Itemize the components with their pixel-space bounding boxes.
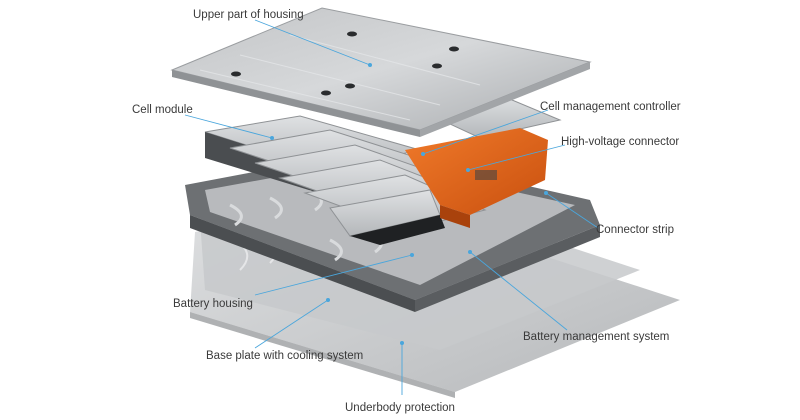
label-base-plate: Base plate with cooling system (206, 350, 364, 362)
label-connector-strip: Connector strip (596, 224, 674, 236)
label-battery-housing: Battery housing (173, 298, 253, 310)
leader-battery-management-system (469, 251, 568, 331)
leader-high-voltage-connector (467, 144, 566, 171)
cell-module-group (204, 94, 562, 245)
leader-battery-housing (254, 254, 413, 296)
label-underbody-protection: Underbody protection (345, 402, 455, 414)
leader-lines (184, 19, 599, 395)
upper-housing-part (170, 7, 592, 137)
label-battery-management-system: Battery management system (523, 331, 670, 343)
orange-electronics-part (405, 128, 548, 228)
label-upper-housing: Upper part of housing (193, 9, 304, 21)
leader-upper-housing (254, 19, 371, 66)
label-cell-management-controller: Cell management controller (540, 101, 681, 113)
leader-cell-management-controller (422, 109, 549, 155)
label-cell-module: Cell module (132, 104, 193, 116)
leader-connector-strip (545, 192, 599, 229)
leader-cell-module (184, 114, 273, 139)
label-high-voltage-connector: High-voltage connector (561, 136, 680, 148)
leader-base-plate (254, 299, 329, 349)
